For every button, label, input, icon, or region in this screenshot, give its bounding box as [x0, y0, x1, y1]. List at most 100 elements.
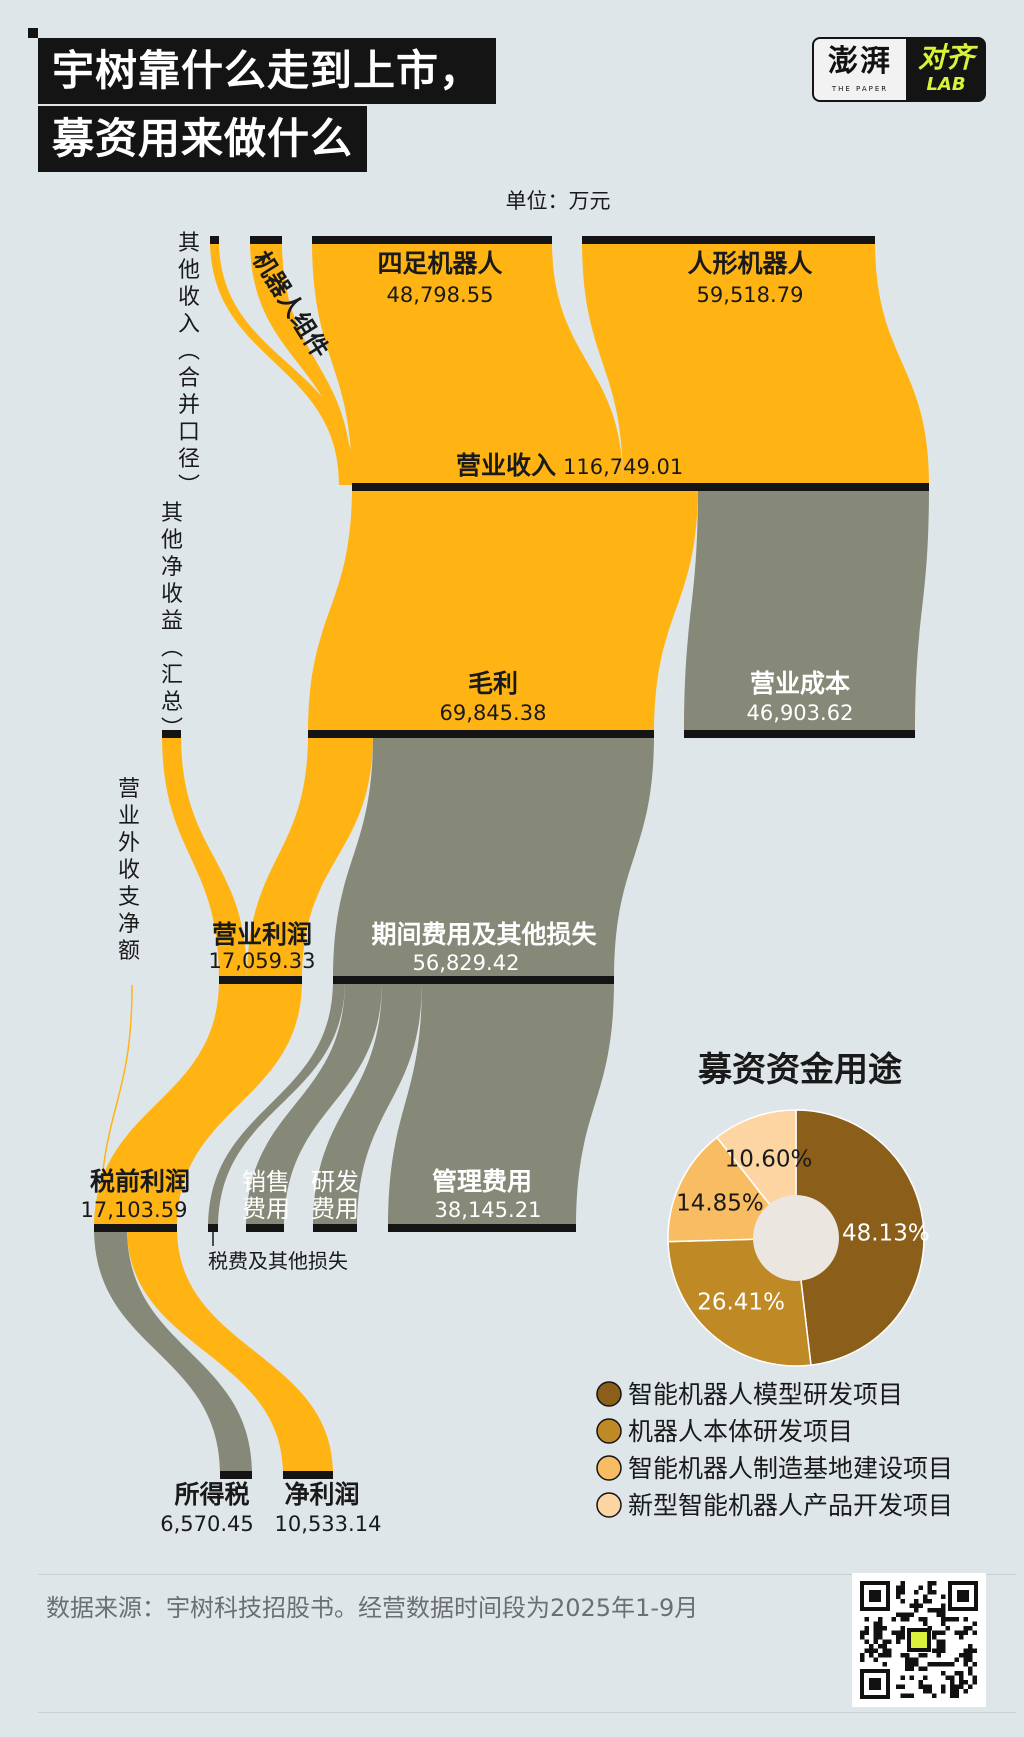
legend-swatch-4	[596, 1492, 622, 1518]
label-revenue: 营业收入	[456, 451, 556, 480]
flow-quadruped	[312, 240, 623, 485]
label-non-op-char: 支	[118, 885, 140, 910]
qr-module	[968, 1657, 973, 1662]
qr-module	[918, 1653, 923, 1658]
qr-module	[905, 1612, 910, 1617]
qr-module	[941, 1603, 946, 1608]
node-bar-components	[250, 236, 282, 244]
label-other-net-char: 他	[161, 528, 183, 553]
qr-module	[927, 1689, 932, 1694]
label-other-income-char: ︶	[178, 474, 200, 499]
qr-module	[936, 1639, 941, 1644]
label-other-income-char: 径	[178, 447, 200, 472]
qr-module	[950, 1680, 955, 1685]
qr-module	[900, 1653, 905, 1658]
label-other-income-char: 入	[178, 312, 200, 337]
qr-module	[905, 1617, 910, 1622]
qr-module	[860, 1653, 865, 1658]
qr-module	[927, 1599, 932, 1604]
qr-module	[873, 1621, 878, 1626]
footer-rule-bottom	[38, 1712, 1016, 1713]
qr-module	[950, 1693, 955, 1698]
label-other-income-char: 合	[178, 366, 200, 391]
qr-module	[860, 1635, 865, 1640]
flow-opprofit-pretax	[94, 980, 302, 1228]
value-net-profit: 10,533.14	[275, 1512, 382, 1536]
qr-module	[909, 1666, 914, 1671]
qr-module	[923, 1653, 928, 1658]
qr-module	[914, 1590, 919, 1595]
brand-logo: 澎湃 THE PAPER 对齐 LAB	[812, 37, 986, 102]
qr-module	[950, 1675, 955, 1680]
node-bar-revenue	[352, 483, 929, 491]
qr-module	[918, 1684, 923, 1689]
qr-module	[959, 1684, 964, 1689]
qr-module	[905, 1693, 910, 1698]
qr-module	[869, 1648, 874, 1653]
flow-nonop	[99, 984, 133, 1229]
label-non-op-char: 营	[118, 777, 140, 802]
label-non-op-char: 业	[118, 804, 140, 829]
label-quadruped: 四足机器人	[377, 249, 502, 278]
qr-module	[914, 1662, 919, 1667]
qr-module	[923, 1621, 928, 1626]
qr-module	[972, 1680, 977, 1685]
qr-module	[896, 1684, 901, 1689]
qr-module	[941, 1594, 946, 1599]
value-expenses: 56,829.42	[413, 951, 520, 975]
label-other-net-char: 净	[161, 555, 183, 580]
qr-module	[864, 1630, 869, 1635]
title-line-1: 宇树靠什么走到上市，	[38, 38, 497, 104]
qr-module	[954, 1693, 959, 1698]
qr-module	[905, 1666, 910, 1671]
unit-label: 单位：万元	[506, 189, 611, 213]
label-rnd-2: 费用	[311, 1195, 359, 1223]
qr-module	[941, 1644, 946, 1649]
logo-thepaper: 澎湃 THE PAPER	[814, 39, 906, 100]
qr-module	[959, 1675, 964, 1680]
flow-exp-rnd	[313, 980, 422, 1228]
title-marker	[28, 28, 38, 38]
qr-module	[963, 1689, 968, 1694]
qr-module	[959, 1653, 964, 1658]
flow-exp-taxother	[208, 980, 345, 1228]
qr-module	[896, 1630, 901, 1635]
qr-module	[873, 1639, 878, 1644]
pie-label-4: 10.60%	[725, 1147, 813, 1173]
qr-module	[932, 1693, 937, 1698]
legend-swatch-3	[596, 1455, 622, 1481]
label-op-profit: 营业利润	[212, 920, 312, 949]
qr-module	[887, 1653, 892, 1658]
qr-module	[972, 1675, 977, 1680]
qr-module	[909, 1603, 914, 1608]
pie-chart: 募资资金用途48.13%26.41%14.85%10.60%智能机器人模型研发项…	[596, 1050, 953, 1520]
qr-module	[945, 1617, 950, 1622]
qr-module	[864, 1617, 869, 1622]
node-bar-other-net	[162, 730, 181, 738]
qr-module	[878, 1621, 883, 1626]
qr-module	[954, 1689, 959, 1694]
qr-module	[954, 1617, 959, 1622]
qr-module	[878, 1630, 883, 1635]
qr-module	[882, 1653, 887, 1658]
qr-module	[878, 1644, 883, 1649]
qr-module	[918, 1666, 923, 1671]
qr-module	[945, 1626, 950, 1631]
label-non-op-char: 净	[118, 912, 140, 937]
label-expenses: 期间费用及其他损失	[371, 920, 597, 949]
qr-module	[936, 1648, 941, 1653]
qr-module	[968, 1653, 973, 1658]
pie-center	[753, 1195, 839, 1281]
qr-module	[900, 1635, 905, 1640]
logo-lab: 对齐 LAB	[908, 41, 984, 95]
qr-module	[963, 1626, 968, 1631]
flow-gp-expenses	[333, 734, 654, 980]
qr-module	[954, 1684, 959, 1689]
qr-module	[900, 1693, 905, 1698]
qr-module	[941, 1689, 946, 1694]
qr-code-icon	[852, 1573, 986, 1707]
footer-rule-top	[38, 1574, 1016, 1575]
logo-right-sub: LAB	[926, 74, 966, 95]
qr-module	[963, 1662, 968, 1667]
node-bar-tax-other	[208, 1224, 218, 1232]
